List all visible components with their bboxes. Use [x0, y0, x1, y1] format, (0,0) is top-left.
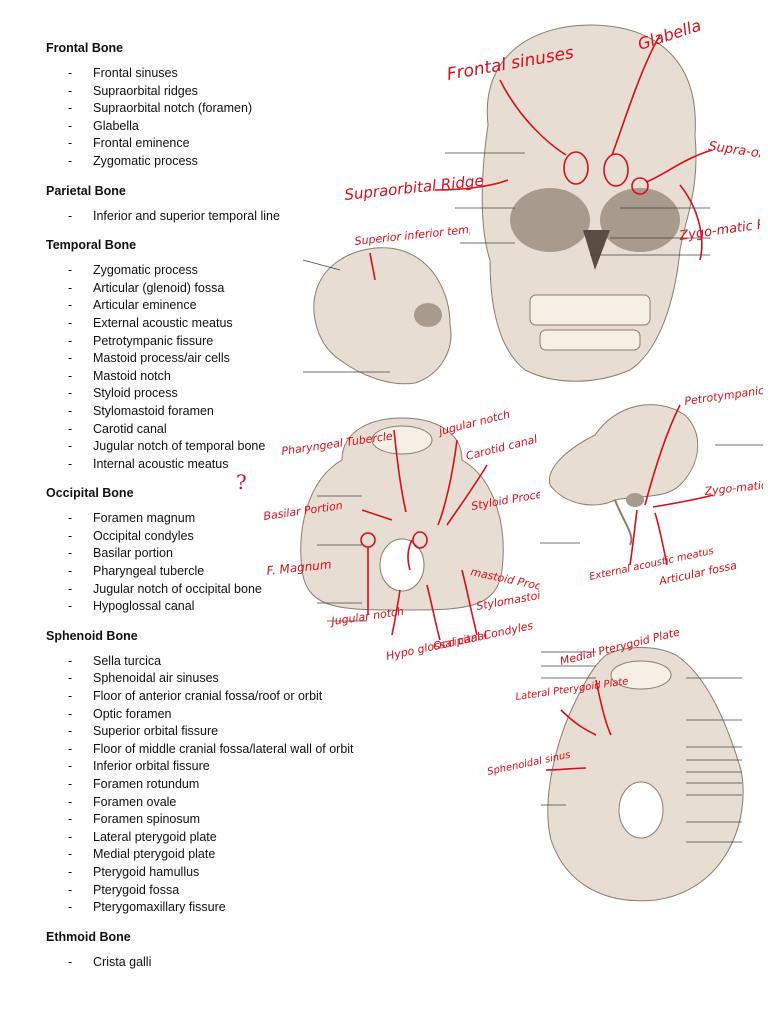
inferior-skull-2-drawing [547, 647, 744, 902]
list-item: Foramen ovale [46, 794, 326, 812]
list-item: Foramen magnum [46, 510, 326, 528]
list-item: Styloid process [46, 385, 326, 403]
section-temporal-bone: Temporal BoneZygomatic processArticular … [46, 237, 326, 473]
carotid-canal-annotation: Carotid canal [465, 433, 539, 463]
petrotympanic-fissure-annotation: Petrotympanic Fissure [684, 385, 763, 408]
question-mark: ? [236, 470, 247, 494]
list-item: Mastoid notch [46, 368, 326, 386]
list-item: Supraorbital ridges [46, 83, 326, 101]
list-item: Stylomastoid foramen [46, 403, 326, 421]
item-list: Foramen magnumOccipital condylesBasilar … [46, 510, 326, 616]
list-item: Pterygoid hamullus [46, 864, 326, 882]
list-item: Floor of anterior cranial fossa/roof or … [46, 688, 326, 706]
item-list: Zygomatic processArticular (glenoid) fos… [46, 262, 326, 473]
zygomatic-process-annotation-1: Zygo-matic Process [677, 211, 760, 244]
supraorbital-notch-annotation: Supra-orbital Notch [707, 139, 760, 172]
list-item: Zygomatic process [46, 153, 326, 171]
anterior-skull-drawing [481, 24, 697, 382]
list-item: External acoustic meatus [46, 315, 326, 333]
list-item: Sella turcica [46, 653, 326, 671]
list-item: Zygomatic process [46, 262, 326, 280]
list-item: Carotid canal [46, 421, 326, 439]
section-parietal-bone: Parietal BoneInferior and superior tempo… [46, 183, 326, 226]
inferior-skull-2-figure: Medial Pterygoid Plate Lateral Pterygoid… [486, 630, 744, 902]
list-item: Pterygomaxillary fissure [46, 899, 326, 917]
list-item: Sphenoidal air sinuses [46, 670, 326, 688]
foramen-magnum-annotation: F. Magnum [266, 557, 332, 578]
list-item: Frontal eminence [46, 135, 326, 153]
section-heading: Temporal Bone [46, 238, 137, 253]
section-heading: Frontal Bone [46, 41, 124, 55]
section-heading: Sphenoid Bone [46, 628, 138, 643]
list-item: Occipital condyles [46, 528, 326, 546]
item-list: Frontal sinusesSupraorbital ridgesSuprao… [46, 65, 326, 171]
section-heading: Ethmoid Bone [46, 929, 131, 944]
list-item: Superior orbital fissure [46, 723, 326, 741]
list-item: Foramen spinosum [46, 811, 326, 829]
bone-list: Frontal BoneFrontal sinusesSupraorbital … [46, 40, 354, 983]
zygomatic-process-annotation-2: Zygo-matic Process [703, 474, 763, 498]
temporal-bone-figure: Petrotympanic Fissure Zygo-matic Process… [540, 385, 763, 588]
list-item: Crista galli [46, 954, 326, 972]
list-item: Petrotympanic fissure [46, 333, 326, 351]
item-list: Inferior and superior temporal line [46, 208, 326, 226]
jugular-notch-annotation: jugular notch [436, 408, 512, 439]
temporal-bone-drawing [549, 404, 699, 546]
list-item: Glabella [46, 118, 326, 136]
list-item: Foramen rotundum [46, 776, 326, 794]
list-item: Internal acoustic meatus [46, 456, 326, 474]
section-frontal-bone: Frontal BoneFrontal sinusesSupraorbital … [46, 40, 326, 171]
item-list: Crista galli [46, 954, 326, 972]
section-ethmoid-bone: Ethmoid BoneCrista galli [46, 929, 326, 972]
list-item: Pterygoid fossa [46, 882, 326, 900]
lateral-leader [302, 259, 341, 271]
lateral-skull-figure: Superior inferior temporal lines [302, 225, 470, 385]
supraorbital-ridge-annotation: Supraorbital Ridge [344, 171, 485, 204]
list-item: Jugular notch of temporal bone [46, 438, 326, 456]
list-item: Lateral pterygoid plate [46, 829, 326, 847]
list-item: Supraorbital notch (foramen) [46, 100, 326, 118]
list-item: Optic foramen [46, 706, 326, 724]
list-item: Basilar portion [46, 545, 326, 563]
list-item: Jugular notch of occipital bone [46, 581, 326, 599]
list-item: Inferior and superior temporal line [46, 208, 326, 226]
list-item: Hypoglossal canal [46, 598, 326, 616]
list-item: Pharyngeal tubercle [46, 563, 326, 581]
glabella-annotation: Glabella [635, 16, 703, 54]
anterior-skull-leaders [445, 152, 710, 256]
section-heading: Occipital Bone [46, 486, 134, 501]
section-sphenoid-bone: Sphenoid BoneSella turcicaSphenoidal air… [46, 628, 354, 917]
list-item: Articular eminence [46, 297, 326, 315]
lateral-skull-drawing [313, 247, 452, 385]
anterior-skull-figure: Frontal sinuses Glabella Supra-orbital N… [344, 16, 760, 382]
inferior-skull-figure: Pharyngeal Tubercle jugular notch Caroti… [263, 408, 540, 663]
list-item: Medial pterygoid plate [46, 846, 326, 864]
list-item: Frontal sinuses [46, 65, 326, 83]
list-item: Inferior orbital fissure [46, 758, 326, 776]
inferior-skull-leaders [317, 495, 367, 622]
list-item: Floor of middle cranial fossa/lateral wa… [46, 741, 354, 759]
inferior-skull-2-leaders [541, 651, 742, 843]
temporal-lines-annotation: Superior inferior temporal lines [354, 225, 470, 248]
section-occipital-bone: Occipital BoneForamen magnumOccipital co… [46, 485, 326, 616]
item-list: Sella turcicaSphenoidal air sinusesFloor… [46, 653, 354, 917]
list-item: Articular (glenoid) fossa [46, 280, 326, 298]
section-heading: Parietal Bone [46, 183, 126, 198]
list-item: Mastoid process/air cells [46, 350, 326, 368]
